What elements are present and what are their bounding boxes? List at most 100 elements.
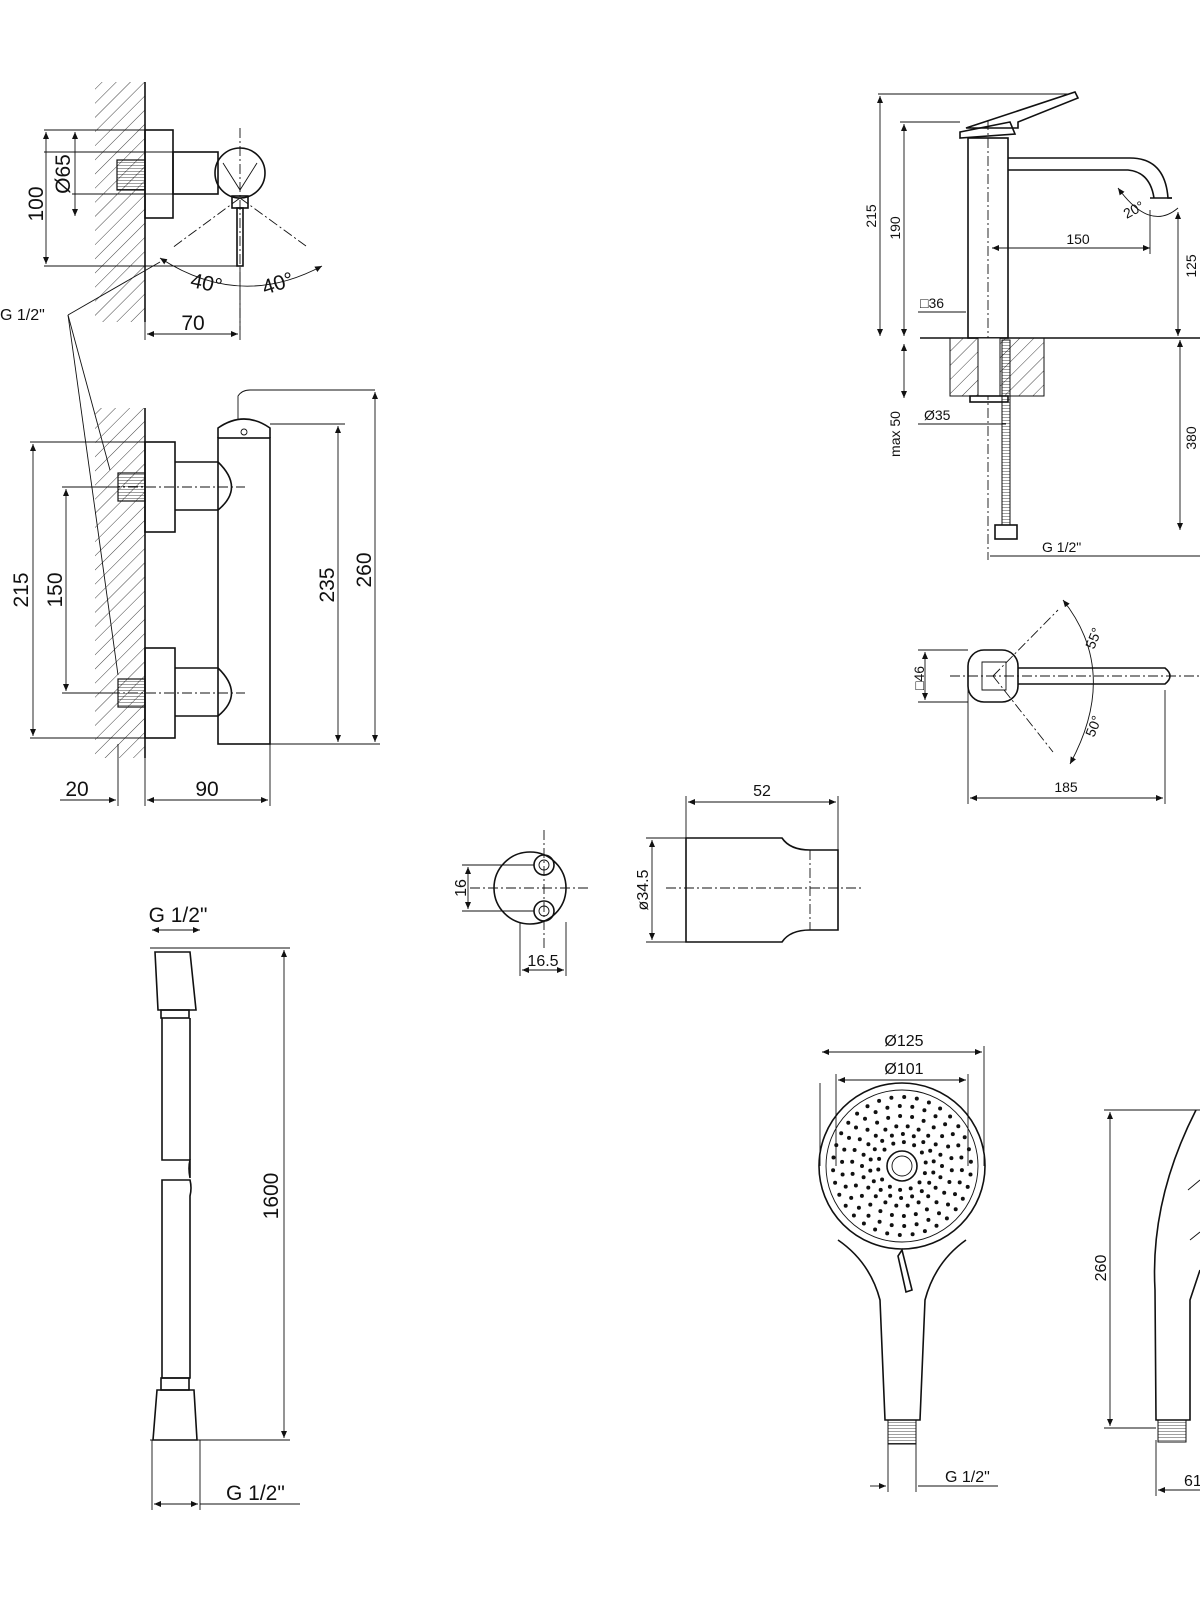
- nozzle-dot: [837, 1192, 842, 1197]
- nozzle-dot: [916, 1200, 921, 1205]
- nozzle-dot: [853, 1183, 858, 1188]
- nozzle-dot: [908, 1186, 913, 1191]
- hose-thread-bottom-label: G 1/2": [226, 1482, 285, 1505]
- nozzle-dot: [898, 1187, 903, 1192]
- basin-hose-length-label: 380: [1183, 426, 1199, 450]
- nozzle-dot: [916, 1127, 921, 1132]
- side-centers-label: 150: [44, 572, 67, 607]
- mixer-side-view: 215 150 235 260 20 90: [10, 389, 380, 806]
- nozzle-dot: [968, 1159, 973, 1164]
- mixer-height-label: 100: [25, 186, 48, 221]
- nozzle-dot: [868, 1157, 873, 1162]
- nozzle-dot: [861, 1152, 866, 1157]
- nozzle-dot: [897, 1104, 902, 1108]
- nozzle-dot: [933, 1185, 938, 1190]
- nozzle-dot: [934, 1200, 939, 1205]
- shower-width-label: 61: [1184, 1473, 1200, 1490]
- nozzle-dot: [873, 1227, 878, 1232]
- nozzle-dot: [860, 1164, 864, 1168]
- nozzle-dot: [880, 1138, 885, 1143]
- nozzle-dot: [871, 1179, 876, 1184]
- nozzle-dot: [922, 1108, 927, 1113]
- nozzle-dot: [865, 1127, 870, 1132]
- nozzle-dot: [831, 1155, 836, 1160]
- basin-height-label: 215: [863, 204, 879, 228]
- nozzle-dot: [873, 1194, 878, 1199]
- nozzle-dot: [872, 1147, 877, 1152]
- nozzle-dot: [840, 1172, 845, 1177]
- top-angle-front-label: 50°: [1082, 713, 1105, 739]
- nozzle-dot: [953, 1192, 957, 1197]
- nozzle-dot: [856, 1205, 861, 1210]
- shower-length-label: 260: [1093, 1255, 1110, 1282]
- nozzle-dot: [851, 1213, 856, 1218]
- side-wall-label: 20: [65, 778, 88, 801]
- nozzle-dot: [861, 1221, 866, 1226]
- mixer-front-view: 100 Ø65 40° 40° 70 G 1/2": [0, 82, 323, 676]
- nozzle-dot: [861, 1175, 866, 1180]
- side-projection-label: 90: [195, 778, 218, 801]
- nozzle-dot: [891, 1141, 896, 1146]
- nozzle-dot: [931, 1125, 936, 1130]
- nozzle-dot: [947, 1180, 952, 1184]
- nozzle-dot: [849, 1195, 854, 1200]
- holder-offset-label: 16.5: [527, 953, 558, 970]
- nozzle-dot: [894, 1124, 899, 1129]
- nozzle-dot: [921, 1118, 926, 1123]
- nozzle-dot: [878, 1209, 883, 1214]
- side-total-label: 260: [353, 552, 376, 587]
- hose-thread-top-label: G 1/2": [149, 904, 208, 927]
- nozzle-dot: [926, 1217, 931, 1222]
- basin-thread-label: G 1/2": [1042, 539, 1081, 555]
- basin-deck-label: max 50: [887, 411, 903, 457]
- angle-right-label: 40°: [259, 268, 296, 300]
- nozzle-dot: [863, 1116, 867, 1121]
- top-length-label: 185: [1054, 779, 1078, 795]
- nozzle-dot: [842, 1147, 847, 1152]
- holder-diameter-label: ø34.5: [635, 869, 652, 910]
- nozzle-dot: [878, 1187, 883, 1192]
- nozzle-dot: [922, 1171, 927, 1176]
- nozzle-dot: [899, 1196, 904, 1200]
- nozzle-dot: [928, 1148, 933, 1153]
- nozzle-dot: [949, 1168, 954, 1173]
- nozzle-dot: [901, 1214, 906, 1218]
- nozzle-dot: [888, 1193, 893, 1198]
- nozzle-dot: [914, 1096, 919, 1101]
- shower-thread-label: G 1/2": [945, 1469, 990, 1486]
- nozzle-dot: [959, 1155, 964, 1160]
- top-angle-back-label: 55°: [1082, 625, 1105, 651]
- mixer-depth-label: 70: [181, 312, 204, 335]
- hose-length-label: 1600: [260, 1173, 283, 1220]
- nozzle-dot: [933, 1142, 938, 1147]
- hand-shower-view: Ø125 Ø101 G 1/2" 260 61: [818, 1033, 1200, 1496]
- nozzle-dot: [950, 1132, 955, 1137]
- nozzle-dot: [949, 1156, 954, 1161]
- nozzle-dot: [922, 1229, 927, 1234]
- nozzle-dot: [839, 1131, 844, 1136]
- top-square-label: □46: [911, 666, 927, 690]
- nozzle-dot: [831, 1168, 836, 1173]
- nozzle-dot: [885, 1105, 890, 1110]
- nozzle-dot: [902, 1095, 907, 1099]
- shower-outer-label: Ø125: [884, 1033, 923, 1050]
- nozzle-dot: [854, 1125, 858, 1130]
- nozzle-dot: [882, 1147, 887, 1152]
- nozzle-dot: [889, 1133, 894, 1138]
- nozzle-dot: [847, 1135, 851, 1140]
- nozzle-dot: [866, 1213, 871, 1218]
- nozzle-dot: [843, 1184, 848, 1189]
- nozzle-dot: [889, 1223, 894, 1228]
- nozzle-dot: [931, 1170, 936, 1175]
- nozzle-dot: [956, 1124, 961, 1129]
- nozzle-dot: [937, 1211, 941, 1216]
- nozzle-dot: [857, 1137, 862, 1142]
- nozzle-dot: [938, 1175, 943, 1180]
- nozzle-dot: [852, 1148, 857, 1152]
- nozzle-dot: [905, 1124, 910, 1129]
- nozzle-dot: [962, 1135, 967, 1140]
- nozzle-dot: [944, 1216, 949, 1221]
- nozzle-dot: [940, 1164, 944, 1168]
- nozzle-dot: [940, 1134, 945, 1139]
- mixer-diameter-label: Ø65: [52, 154, 75, 194]
